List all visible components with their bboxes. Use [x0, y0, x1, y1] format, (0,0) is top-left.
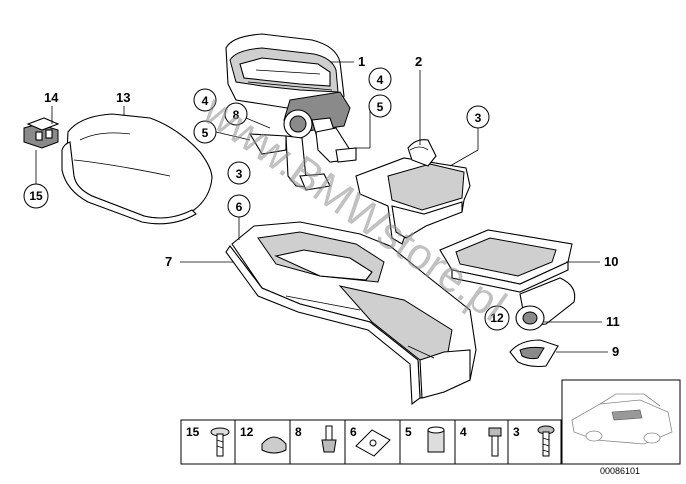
- svg-text:8: 8: [295, 425, 302, 439]
- svg-text:8: 8: [233, 108, 240, 122]
- svg-text:4: 4: [377, 73, 384, 87]
- label-1: 1: [330, 54, 365, 69]
- vehicle-location-thumbnail: [561, 379, 681, 465]
- svg-text:3: 3: [475, 111, 482, 125]
- svg-text:12: 12: [490, 311, 504, 325]
- part-11-cylinder: [515, 277, 576, 331]
- callout-3-mid: 3: [227, 161, 251, 185]
- svg-text:4: 4: [460, 425, 467, 439]
- strip-cell-4: 4: [460, 425, 502, 457]
- svg-text:3: 3: [513, 425, 520, 439]
- part-9-clip: [509, 339, 559, 368]
- strip-cell-3: 3: [513, 425, 555, 457]
- part-2-storage-tray: [355, 139, 471, 245]
- part-13-armrest-cover: [61, 113, 213, 225]
- strip-cell-15: 15: [186, 425, 230, 457]
- label-2: 2: [415, 54, 422, 145]
- strip-cell-8: 8: [295, 425, 337, 453]
- svg-text:2: 2: [415, 54, 422, 69]
- callout-8: 8: [224, 102, 248, 126]
- svg-text:10: 10: [604, 254, 618, 269]
- svg-text:6: 6: [236, 200, 243, 214]
- callout-6-mid: 6: [227, 194, 251, 218]
- reference-number: 00086101: [600, 466, 640, 476]
- svg-text:15: 15: [186, 425, 200, 439]
- callout-5-top: 5: [368, 94, 392, 118]
- svg-text:7: 7: [165, 254, 172, 269]
- label-10: 10: [566, 254, 618, 269]
- label-7: 7: [165, 254, 234, 269]
- leader-lines: [35, 110, 479, 240]
- label-9: 9: [556, 344, 619, 359]
- strip-cell-12: 12: [240, 425, 287, 454]
- part-7-console-body: [225, 221, 477, 406]
- svg-text:3: 3: [236, 167, 243, 181]
- callout-4-top: 4: [368, 67, 392, 91]
- svg-text:5: 5: [377, 100, 384, 114]
- label-13: 13: [116, 90, 130, 116]
- svg-text:15: 15: [29, 189, 43, 203]
- callout-4-left: 4: [193, 88, 217, 112]
- svg-text:1: 1: [358, 54, 365, 69]
- svg-text:14: 14: [44, 90, 59, 105]
- svg-text:5: 5: [405, 425, 412, 439]
- svg-text:5: 5: [202, 126, 209, 140]
- label-14: 14: [44, 90, 59, 124]
- svg-text:9: 9: [612, 344, 619, 359]
- svg-text:11: 11: [606, 314, 620, 329]
- svg-text:4: 4: [202, 94, 209, 108]
- callout-12: 12: [484, 305, 510, 331]
- svg-text:12: 12: [240, 425, 254, 439]
- callout-3-top: 3: [466, 105, 490, 129]
- callout-15-left: 15: [23, 183, 49, 209]
- svg-text:13: 13: [116, 90, 130, 105]
- strip-cell-5: 5: [405, 425, 445, 453]
- parts-strip: 15 12 8 6 5 4: [180, 419, 562, 465]
- label-11: 11: [544, 314, 620, 329]
- part-14-connector: [23, 117, 60, 149]
- svg-text:6: 6: [350, 425, 357, 439]
- part-1-armrest-mechanism: [225, 33, 357, 191]
- strip-cell-6: 6: [350, 425, 391, 457]
